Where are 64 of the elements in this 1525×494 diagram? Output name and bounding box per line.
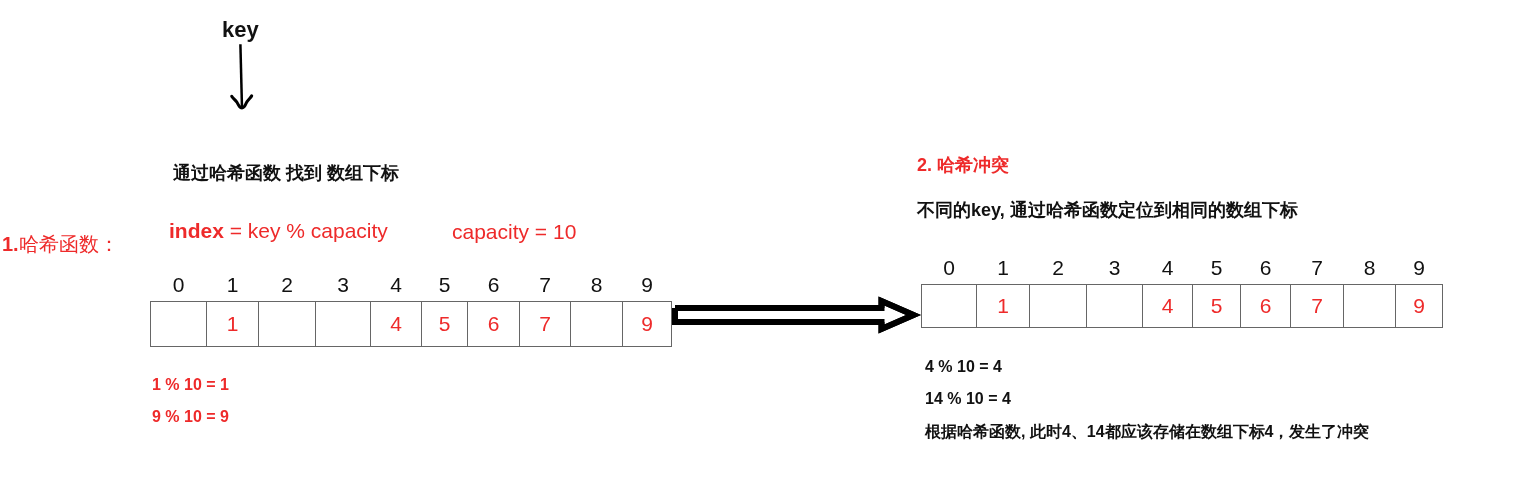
index-label: 2 bbox=[281, 272, 293, 298]
index-label: 3 bbox=[1108, 255, 1121, 281]
section-heading: 1.哈希函数： bbox=[2, 232, 119, 256]
calculation-text: 1 % 10 = 1 bbox=[152, 375, 229, 395]
cell-value: 5 bbox=[438, 311, 451, 337]
index-label: 9 bbox=[641, 272, 653, 298]
index-label: 8 bbox=[1363, 255, 1376, 281]
calculation-text: 4 % 10 = 4 bbox=[925, 357, 1002, 377]
cell-value: 7 bbox=[539, 311, 551, 337]
cell-value: 5 bbox=[1210, 293, 1223, 319]
cell-value: 6 bbox=[487, 311, 500, 337]
index-label: 1 bbox=[997, 255, 1009, 281]
array-cell bbox=[921, 284, 977, 328]
cell-value: 9 bbox=[1413, 293, 1425, 319]
index-label: 8 bbox=[590, 272, 603, 298]
cell-value: 7 bbox=[1311, 293, 1323, 319]
index-label: 0 bbox=[943, 255, 955, 281]
cell-value: 1 bbox=[226, 311, 239, 337]
index-label: 0 bbox=[172, 272, 185, 298]
array-cell bbox=[622, 301, 672, 347]
array-cell bbox=[150, 301, 207, 347]
array-cell bbox=[1142, 284, 1193, 328]
array-cell bbox=[467, 301, 520, 347]
index-label: 2 bbox=[1052, 255, 1064, 281]
cell-value: 6 bbox=[1259, 293, 1272, 319]
index-label: 9 bbox=[1413, 255, 1425, 281]
array-cell bbox=[1029, 284, 1087, 328]
cell-value: 1 bbox=[997, 293, 1009, 319]
array-cell bbox=[315, 301, 371, 347]
array-cell bbox=[1086, 284, 1143, 328]
calculation-text: 14 % 10 = 4 bbox=[925, 389, 1011, 409]
array-cell bbox=[1395, 284, 1443, 328]
array-cell bbox=[1290, 284, 1344, 328]
array-cell bbox=[206, 301, 259, 347]
section-heading: 2. 哈希冲突 bbox=[917, 155, 1009, 177]
calculation-text: 9 % 10 = 9 bbox=[152, 407, 229, 427]
index-label: 5 bbox=[1210, 255, 1223, 281]
note-text: 根据哈希函数, 此时4、14都应该存储在数组下标4，发生了冲突 bbox=[925, 422, 1370, 442]
index-label: 4 bbox=[390, 272, 402, 298]
index-label: 5 bbox=[438, 272, 451, 298]
index-label: 6 bbox=[487, 272, 500, 298]
array-cell bbox=[370, 301, 422, 347]
array-cell bbox=[1343, 284, 1396, 328]
key-label: key bbox=[222, 17, 259, 43]
cell-value: 9 bbox=[641, 311, 653, 337]
array-cell bbox=[519, 301, 571, 347]
array-cell bbox=[421, 301, 468, 347]
formula-text: capacity = 10 bbox=[452, 219, 577, 245]
index-label: 6 bbox=[1259, 255, 1272, 281]
array-cell bbox=[258, 301, 316, 347]
cell-value: 4 bbox=[1161, 293, 1174, 319]
step-text: 通过哈希函数 找到 数组下标 bbox=[173, 163, 399, 185]
index-label: 4 bbox=[1161, 255, 1174, 281]
array-cell bbox=[1240, 284, 1291, 328]
index-label: 1 bbox=[226, 272, 239, 298]
array-cell bbox=[976, 284, 1030, 328]
description-text: 不同的key, 通过哈希函数定位到相同的数组下标 bbox=[917, 200, 1298, 222]
cell-value: 4 bbox=[390, 311, 402, 337]
index-label: 7 bbox=[1311, 255, 1323, 281]
array-cell bbox=[1192, 284, 1241, 328]
formula-text: index = key % capacity bbox=[169, 218, 388, 244]
array-cell bbox=[570, 301, 623, 347]
index-label: 3 bbox=[337, 272, 349, 298]
index-label: 7 bbox=[539, 272, 551, 298]
